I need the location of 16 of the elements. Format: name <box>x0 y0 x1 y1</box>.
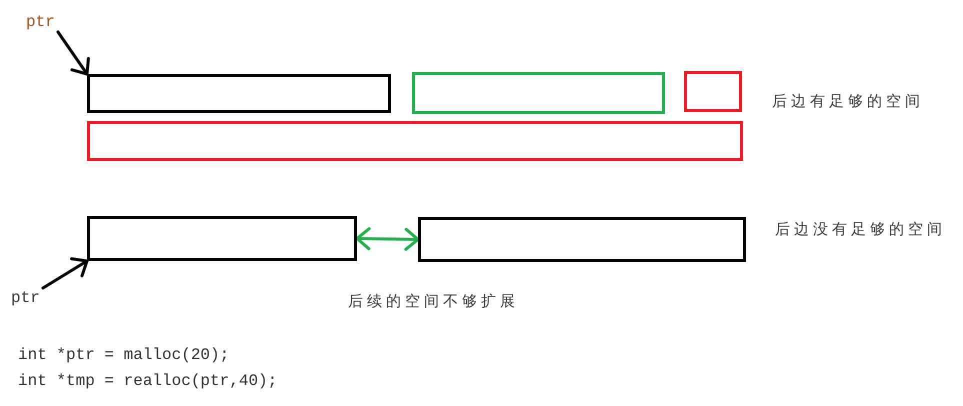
memory-block <box>418 217 746 262</box>
arrow <box>56 30 90 76</box>
code-line: int *tmp = realloc(ptr,40); <box>18 371 278 391</box>
memory-block <box>684 71 742 112</box>
memory-block <box>412 72 665 114</box>
note-text: 后边有足够的空间 <box>772 92 924 112</box>
variable-label: ptr <box>26 12 58 32</box>
memory-block <box>87 216 357 261</box>
variable-label: ptr <box>11 288 43 308</box>
arrow <box>42 257 88 290</box>
memory-block <box>87 121 743 161</box>
note-text: 后续的空间不够扩展 <box>348 292 519 312</box>
double-arrow <box>356 227 420 251</box>
code-line: int *ptr = malloc(20); <box>18 345 230 365</box>
memory-block <box>87 74 391 113</box>
note-text: 后边没有足够的空间 <box>775 220 946 240</box>
